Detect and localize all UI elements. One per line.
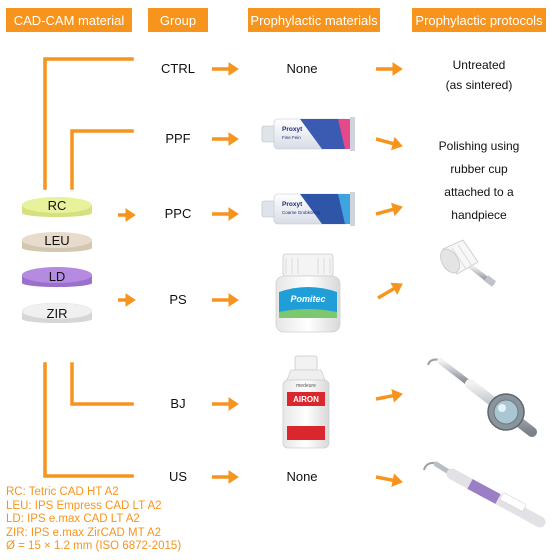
disk-label-rc: RC [47,198,67,213]
ps-powder-bottle: Pomitec [275,253,341,333]
arrow-us-to-scaler [375,473,403,488]
material-disks [21,197,93,323]
ppc-tube-brand: Proxyt [282,201,303,208]
legend-rc: RC: Tetric CAD HT A2 [6,486,119,498]
bj-powder-bottle: medeure AIRON [282,355,330,449]
connector-us [43,362,134,478]
arrow-ppf-to-polishing-shaft [375,137,394,146]
arrow-none-to-untreated-head [392,62,403,76]
disk-ld [22,267,92,287]
protocol-polishing-line-1: Polishing using [438,139,520,153]
bj-bottle-maker: medeure [296,383,316,389]
arrow-ppc-to-polishing [375,202,403,217]
disk-label-zir: ZIR [46,306,68,321]
disk-leu [22,232,92,252]
protocol-polishing-line-3: attached to a [444,185,514,199]
group-ps: PS [169,292,187,307]
connector-bj [70,362,134,406]
arrow-material-to-ppc-head [125,208,136,222]
arrow-ppf-to-polishing [375,136,403,151]
ppf-tube-type: Fine Fein [282,135,301,140]
protocol-untreated: Untreated (as sintered) [420,55,538,95]
arrow-bj-to-bottle-head [228,397,239,411]
arrow-ps-to-rubber-cup-head [390,282,403,295]
legend-ld: LD: IPS e.max CAD LT A2 [6,513,140,526]
connector-ctrl [43,57,134,190]
protocol-untreated-line-1: Untreated [452,58,506,72]
ppc-paste-tube: Proxyt Coarse Grobkörnig [261,192,355,226]
header-cad-cam-material: CAD-CAM material [6,8,132,32]
disk-zir [21,302,93,323]
ppf-tube-brand: Proxyt [282,126,303,133]
protocol-untreated-line-2: (as sintered) [445,78,513,92]
arrow-none-to-untreated [376,62,403,76]
header-prophylactic-materials: Prophylactic materials [248,8,380,32]
header-group: Group [148,8,208,32]
air-polishing-handpiece-icon [427,358,537,437]
protocol-polishing-line-4: handpiece [451,208,507,222]
group-ppc: PPC [164,206,192,221]
disk-label-ld: LD [48,269,66,284]
protocol-polishing: Polishing using rubber cup attached to a… [420,135,538,227]
arrow-ps-to-bottle [212,293,239,307]
arrows [118,62,403,488]
arrow-bj-to-handpiece [375,388,403,403]
group-us: US [168,469,188,484]
arrow-material-to-ps [118,293,136,307]
arrow-material-to-ppc [118,208,136,222]
disk-label-leu: LEU [44,233,70,248]
material-none-us: None [286,469,318,484]
arrow-us-to-scaler-shaft [375,475,394,483]
arrow-us-to-scaler-head [391,473,403,488]
group-ctrl: CTRL [161,61,195,76]
arrow-us-to-none-head [228,470,239,484]
arrow-ppc-to-tube-head [228,207,239,221]
arrow-ctrl-to-none [212,62,239,76]
arrow-ctrl-to-none-head [228,62,239,76]
arrow-ppf-to-tube-head [228,132,239,146]
arrow-ppc-to-polishing-head [391,202,403,217]
connector-lines [43,57,134,478]
arrow-ppf-to-polishing-head [391,136,403,151]
ultrasonic-scaler-icon [423,461,546,528]
arrow-material-to-ps-head [125,293,136,307]
connector-ppf [70,129,134,190]
header-prophylactic-protocols: Prophylactic protocols [412,8,546,32]
ppf-paste-tube: Proxyt Fine Fein [261,117,355,151]
disk-rc [22,197,92,217]
protocol-polishing-line-2: rubber cup [450,162,508,176]
group-bj: BJ [170,396,186,411]
arrow-ps-to-rubber-cup [377,282,403,300]
bj-bottle-product: AIRON [293,395,319,404]
arrow-bj-to-bottle [212,397,239,411]
legend-leu: LEU: IPS Empress CAD LT A2 [6,499,162,512]
legend-zir: ZIR: IPS e.max ZirCAD MT A2 [6,526,162,539]
arrow-ps-to-bottle-head [228,293,239,307]
arrow-us-to-none [212,470,239,484]
arrow-ppc-to-polishing-shaft [375,207,394,216]
arrow-ppf-to-tube [212,132,239,146]
ps-bottle-brand: Pomitec [290,294,325,304]
arrow-bj-to-handpiece-head [391,388,403,403]
arrow-ppc-to-tube [212,207,239,221]
arrow-ps-to-rubber-cup-shaft [377,287,396,300]
legend: RC: Tetric CAD HT A2 LEU: IPS Empress CA… [6,486,181,554]
group-ppf: PPF [165,131,191,146]
ppc-tube-type: Coarse Grobkörnig [282,210,321,215]
legend-dimensions: Ø = 15 × 1.2 mm (ISO 6872-2015) [6,540,182,553]
rubber-cup-icon [440,239,497,287]
material-none-ctrl: None [286,61,318,76]
arrow-bj-to-handpiece-shaft [375,393,394,401]
